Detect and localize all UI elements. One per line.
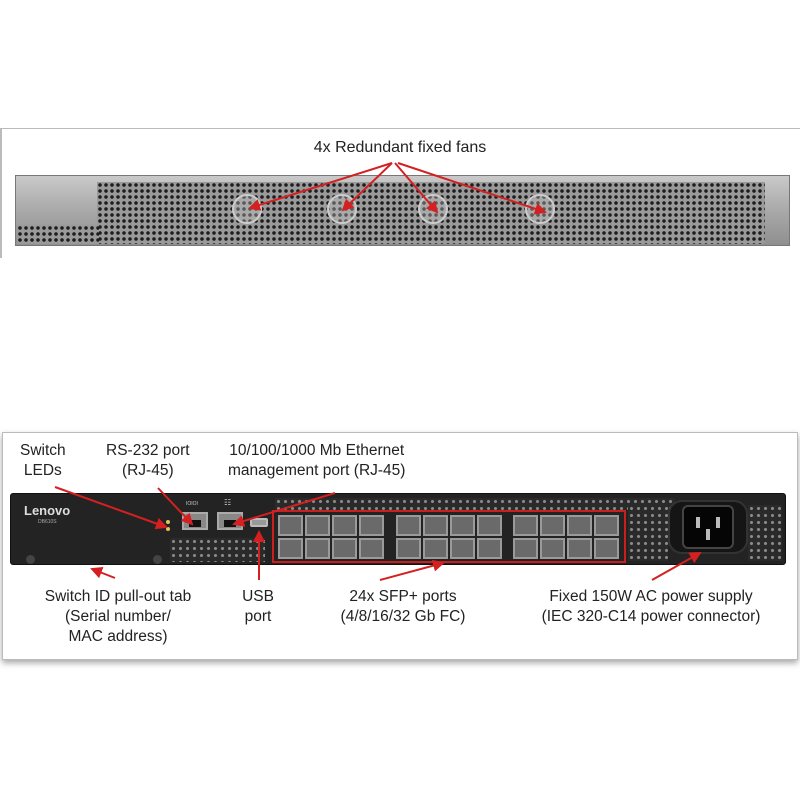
sfp-port xyxy=(423,538,448,559)
sfp-port xyxy=(278,515,303,536)
label-switch-leds: Switch LEDs xyxy=(20,441,66,481)
usb-port xyxy=(250,518,268,527)
arrow-fan-1 xyxy=(248,162,393,211)
sfp-port xyxy=(332,538,357,559)
arrow-pullout xyxy=(90,567,116,579)
sfp-port-group xyxy=(272,510,626,563)
vent-grille xyxy=(628,505,668,561)
arrow-rs232 xyxy=(157,487,194,526)
label-line: 24x SFP+ ports xyxy=(349,588,457,605)
label-line: Fixed 150W AC power supply xyxy=(549,588,753,605)
sfp-port xyxy=(332,515,357,536)
label-line: LEDs xyxy=(23,462,62,479)
screw-icon xyxy=(153,555,162,564)
model-label: DB610S xyxy=(38,519,57,525)
sfp-port xyxy=(594,515,619,536)
sfp-port xyxy=(567,538,592,559)
label-line: 10/100/1000 Mb Ethernet xyxy=(229,442,405,459)
sfp-port xyxy=(540,515,565,536)
arrow-fan-2 xyxy=(341,162,393,212)
sfp-port xyxy=(513,515,538,536)
sfp-port xyxy=(477,538,502,559)
fans-label: 4x Redundant fixed fans xyxy=(313,139,487,156)
vent-grille xyxy=(170,538,265,562)
label-line: management port (RJ-45) xyxy=(228,462,406,479)
top-view-frame xyxy=(0,128,800,258)
label-power: Fixed 150W AC power supply (IEC 320-C14 … xyxy=(515,587,787,627)
label-line: Switch ID pull-out tab xyxy=(44,588,192,605)
arrow-power xyxy=(651,552,702,581)
screw-icon xyxy=(26,555,35,564)
sfp-port xyxy=(359,538,384,559)
label-line: MAC address) xyxy=(68,628,168,645)
led-icon xyxy=(166,527,170,531)
sfp-port xyxy=(396,515,421,536)
label-line: (IEC 320-C14 power connector) xyxy=(541,608,761,625)
label-ethernet: 10/100/1000 Mb Ethernet management port … xyxy=(228,441,405,481)
serial-port-icon: IOIOI xyxy=(186,501,198,507)
sfp-port xyxy=(305,538,330,559)
sfp-port xyxy=(305,515,330,536)
sfp-port xyxy=(567,515,592,536)
vent-grille xyxy=(275,498,675,510)
lenovo-logo: Lenovo xyxy=(24,503,71,518)
label-line: USB xyxy=(242,588,274,605)
label-line: RS-232 port xyxy=(106,442,190,459)
front-view-frame xyxy=(2,432,798,660)
sfp-port xyxy=(594,538,619,559)
label-line: (RJ-45) xyxy=(121,462,174,479)
sfp-port xyxy=(396,538,421,559)
arrow-leds xyxy=(54,486,168,530)
sfp-port xyxy=(513,538,538,559)
label-line: (4/8/16/32 Gb FC) xyxy=(340,608,466,625)
arrow-fan-3 xyxy=(394,162,439,214)
network-icon: ☷ xyxy=(224,498,232,507)
sfp-port xyxy=(540,538,565,559)
sfp-port xyxy=(423,515,448,536)
sfp-port xyxy=(278,538,303,559)
vent-grille xyxy=(748,505,782,561)
label-pullout-tab: Switch ID pull-out tab (Serial number/ M… xyxy=(28,587,208,647)
sfp-port xyxy=(450,515,475,536)
label-line: Switch xyxy=(20,442,66,459)
label-line: (Serial number/ xyxy=(65,608,171,625)
label-line: port xyxy=(244,608,272,625)
arrow-ethernet xyxy=(232,492,336,527)
label-usb: USB port xyxy=(233,587,283,627)
sfp-port xyxy=(450,538,475,559)
sfp-port xyxy=(477,515,502,536)
sfp-port xyxy=(359,515,384,536)
power-connector xyxy=(682,505,734,549)
arrow-fan-4 xyxy=(397,162,547,215)
arrow-sfp xyxy=(379,559,445,581)
led-icon xyxy=(166,520,170,524)
side-vent-grille xyxy=(17,225,99,244)
label-rs232: RS-232 port (RJ-45) xyxy=(106,441,190,481)
label-sfp: 24x SFP+ ports (4/8/16/32 Gb FC) xyxy=(318,587,488,627)
